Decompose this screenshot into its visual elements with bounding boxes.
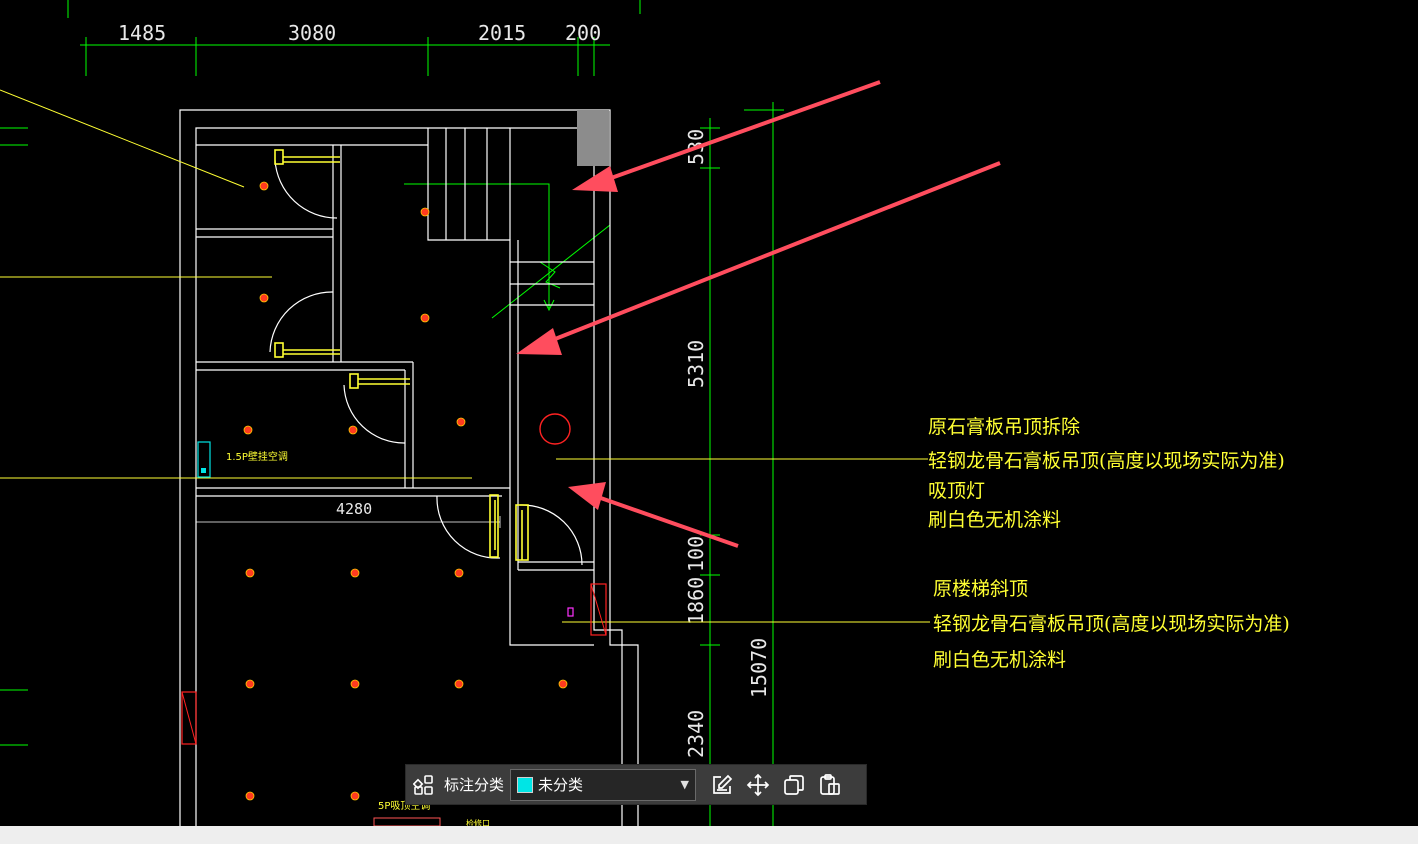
top-dimension-chain [67, 0, 641, 76]
access-panel-marker [590, 583, 607, 636]
chevron-down-icon: ▼ [680, 778, 690, 791]
ceiling-lights [243, 181, 568, 801]
dim-right-5: 2340 [684, 710, 708, 758]
structural-column [577, 110, 609, 166]
category-color-swatch [517, 776, 534, 793]
dim-top-4: 200 [565, 21, 601, 45]
paste-button[interactable] [812, 767, 848, 803]
status-bar [0, 826, 1418, 844]
annotation-toolbar: 标注分类 未分类 ▼ [405, 764, 867, 805]
dim-top-3: 2015 [478, 21, 526, 45]
dim-right-3: 100 [684, 536, 708, 572]
category-select[interactable]: 未分类 ▼ [510, 768, 697, 801]
ac-unit-symbol [197, 441, 211, 478]
copy-icon [784, 774, 804, 795]
note-2-1: 原楼梯斜顶 [933, 578, 1029, 600]
leader-lines [0, 89, 930, 623]
walls [179, 109, 639, 826]
annotation-arrows [516, 80, 1001, 548]
dim-total-vertical: 15070 [747, 638, 771, 698]
copy-button[interactable] [776, 767, 812, 803]
cad-drawing-canvas[interactable]: 1485 3080 2015 200 530 5310 100 1860 234… [0, 0, 1418, 826]
ceiling-lamp-symbol [539, 413, 571, 445]
note-1-1: 原石膏板吊顶拆除 [928, 416, 1081, 438]
wall-marker-left [181, 691, 197, 745]
move-button[interactable] [740, 767, 776, 803]
edit-button[interactable] [704, 767, 740, 803]
door-frames [274, 149, 529, 561]
dim-top-2: 3080 [288, 21, 336, 45]
dim-right-4: 1860 [684, 577, 708, 625]
move-icon [746, 773, 770, 796]
category-label: 标注分类 [444, 776, 505, 794]
category-select-value: 未分类 [538, 776, 584, 794]
paste-icon [820, 773, 840, 795]
grid-icon [413, 774, 433, 795]
ac-unit-label-2: 5P吸顶空调 [378, 801, 431, 812]
note-1-4: 刷白色无机涂料 [928, 509, 1062, 531]
note-1-2: 轻钢龙骨石膏板吊顶(高度以现场实际为准) [928, 450, 1285, 472]
edit-icon [713, 774, 733, 794]
bottom-small-box [373, 817, 441, 826]
switch-symbol [567, 607, 574, 617]
right-dimension-lines [0, 102, 784, 826]
dim-top-1: 1485 [118, 21, 166, 45]
ac-unit-label: 1.5P壁挂空调 [226, 452, 288, 463]
grid-button[interactable] [406, 767, 442, 803]
note-1-3: 吸顶灯 [928, 480, 986, 502]
small-bottom-label: 检修口 [466, 819, 490, 828]
dim-inner-4280: 4280 [336, 500, 372, 518]
note-2-2: 轻钢龙骨石膏板吊顶(高度以现场实际为准) [933, 613, 1290, 635]
note-2-3: 刷白色无机涂料 [933, 649, 1067, 671]
dim-right-2: 5310 [684, 340, 708, 388]
